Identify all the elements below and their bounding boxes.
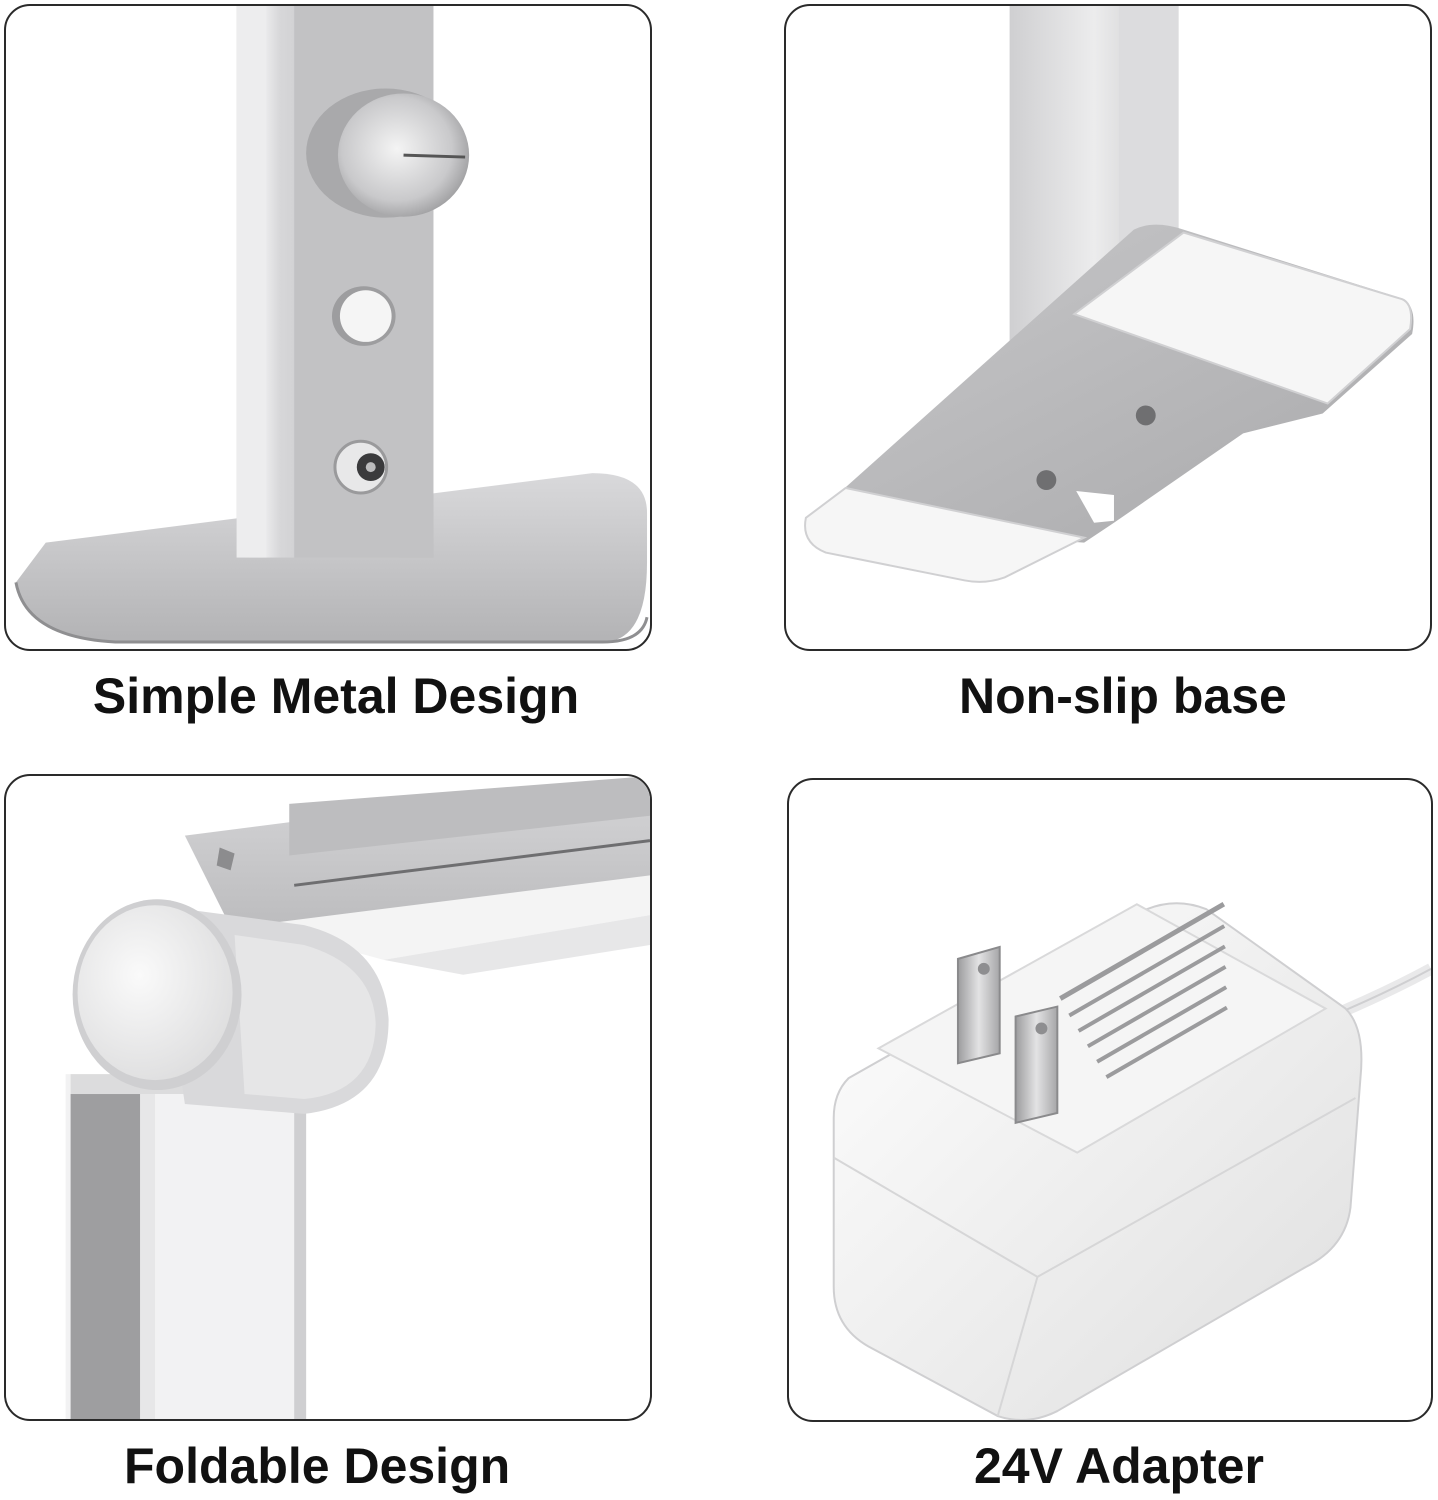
non-slip-base-illustration [804,6,1414,583]
caption-simple-metal-design: Simple Metal Design [92,668,580,724]
caption-24v-adapter: 24V Adapter [974,1438,1264,1494]
photo-non-slip-base [784,4,1432,651]
metal-stand-illustration [14,6,649,644]
photo-24v-adapter [787,778,1433,1422]
photo-simple-metal-design [4,4,652,651]
power-adapter-illustration [832,902,1431,1420]
caption-non-slip-base: Non-slip base [959,668,1287,724]
photo-foldable-design [4,774,652,1421]
caption-foldable-design: Foldable Design [124,1438,511,1494]
foldable-hinge-illustration [65,776,650,1419]
